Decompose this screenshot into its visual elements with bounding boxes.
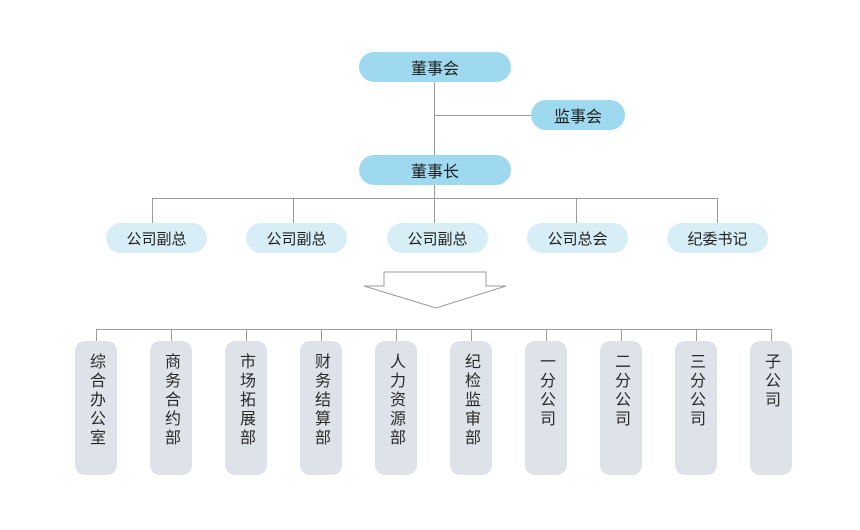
department-node-3: 市场拓展部 [225,341,267,475]
department-node-6: 纪检监审部 [450,341,492,475]
connector-department-bus [96,329,771,330]
connector-dept-4 [321,329,322,341]
connector-exec-4 [576,198,577,223]
connector-executive-bus [152,198,718,199]
connector-dept-8 [621,329,622,341]
department-label: 市场拓展部 [237,353,256,448]
department-node-2: 商务合约部 [150,341,192,475]
connector-dept-7 [546,329,547,341]
department-node-9: 三分公司 [675,341,717,475]
executive-node-4: 公司总会 [527,223,628,253]
executive-node-3: 公司副总 [387,223,488,253]
department-label: 财务结算部 [312,353,331,448]
connector-supervisory [434,115,534,116]
connector-dept-2 [171,329,172,341]
executive-node-2: 公司副总 [246,223,347,253]
connector-exec-2 [293,198,294,223]
down-arrow-icon [363,271,507,309]
connector-exec-5 [717,198,718,223]
department-label: 二分公司 [612,353,631,429]
department-node-1: 综合办公室 [75,341,117,475]
department-label: 三分公司 [687,353,706,429]
connector-dept-1 [96,329,97,341]
connector-dept-9 [696,329,697,341]
department-label: 纪检监审部 [462,353,481,448]
chairman-node: 董事长 [359,155,511,185]
department-label: 综合办公室 [87,353,106,448]
executive-node-5: 纪委书记 [667,223,768,253]
connector-dept-6 [471,329,472,341]
supervisory-board-node: 监事会 [531,100,625,130]
department-node-7: 一分公司 [525,341,567,475]
department-node-4: 财务结算部 [300,341,342,475]
executive-node-1: 公司副总 [106,223,207,253]
connector-exec-3 [434,198,435,223]
connector-dept-3 [246,329,247,341]
department-node-10: 子公司 [750,341,792,475]
connector-exec-1 [152,198,153,223]
connector-dept-5 [396,329,397,341]
connector-chairman-down [434,185,435,198]
connector-board-chairman [434,82,435,155]
department-label: 商务合约部 [162,353,181,448]
department-node-5: 人力资源部 [375,341,417,475]
department-label: 人力资源部 [387,353,406,448]
connector-dept-10 [771,329,772,341]
department-label: 子公司 [762,353,781,410]
board-node: 董事会 [359,52,511,82]
department-node-8: 二分公司 [600,341,642,475]
department-label: 一分公司 [537,353,556,429]
